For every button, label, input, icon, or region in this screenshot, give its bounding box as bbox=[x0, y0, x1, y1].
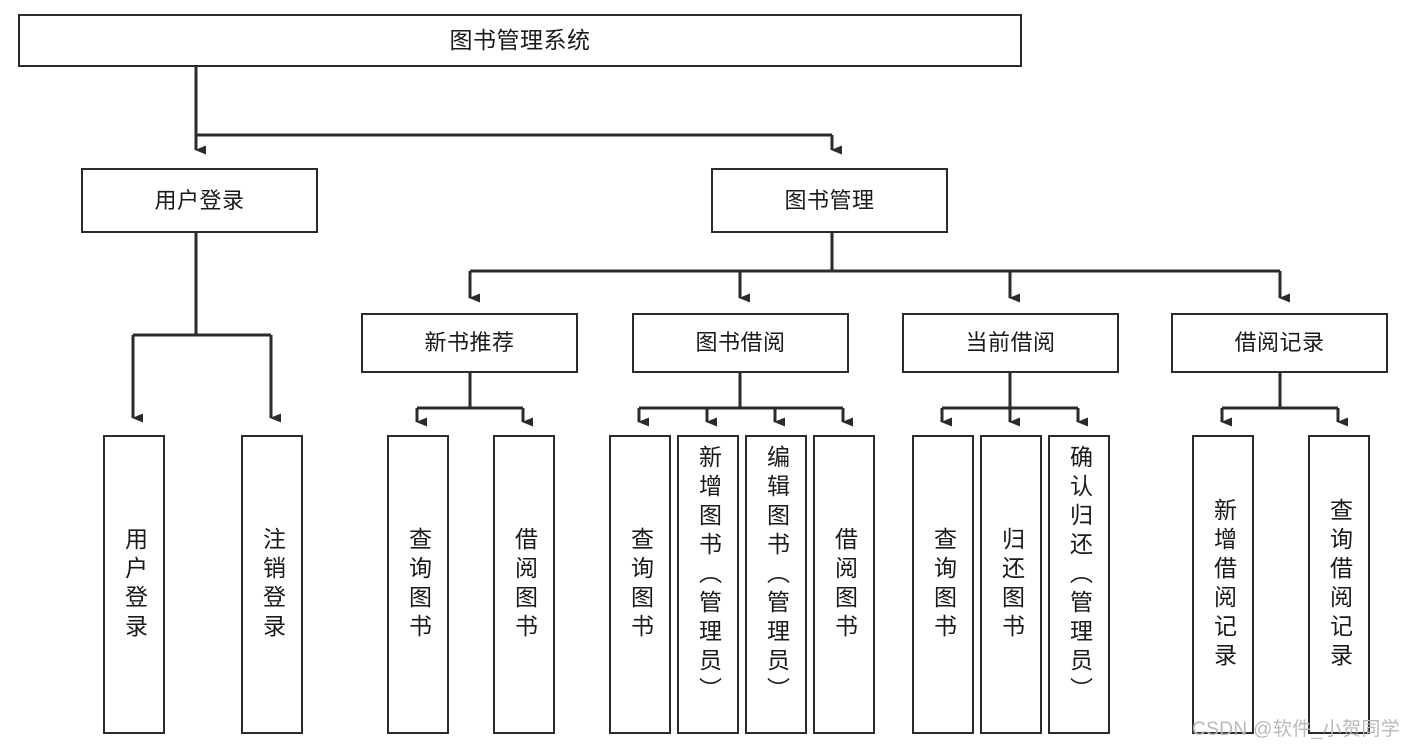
node-book-manage[interactable]: 图书管理 bbox=[711, 168, 948, 233]
node-leaf-edit-book-label: 编辑图书（管理员） bbox=[763, 445, 790, 706]
node-leaf-return-book[interactable]: 归还图书 bbox=[980, 435, 1042, 734]
node-leaf-query-book-newbook-label: 查询图书 bbox=[405, 526, 432, 643]
node-leaf-query-borrow-record-label: 查询借阅记录 bbox=[1326, 497, 1353, 672]
node-leaf-borrow-book-newbook-label: 借阅图书 bbox=[511, 526, 538, 643]
node-leaf-query-book-borrow[interactable]: 查询图书 bbox=[609, 435, 671, 734]
node-book-manage-label: 图书管理 bbox=[784, 187, 875, 213]
node-leaf-query-book-borrow-label: 查询图书 bbox=[627, 526, 654, 643]
node-leaf-user-logout-label: 注销登录 bbox=[259, 526, 286, 643]
node-new-book-recommend[interactable]: 新书推荐 bbox=[361, 313, 578, 373]
node-leaf-borrow-book-newbook[interactable]: 借阅图书 bbox=[493, 435, 555, 734]
node-borrow-record[interactable]: 借阅记录 bbox=[1171, 313, 1388, 373]
node-leaf-add-book-label: 新增图书（管理员） bbox=[695, 445, 722, 706]
node-current-borrow[interactable]: 当前借阅 bbox=[902, 313, 1119, 373]
node-leaf-confirm-return[interactable]: 确认归还（管理员） bbox=[1048, 435, 1110, 734]
node-leaf-borrow-book-borrow-label: 借阅图书 bbox=[831, 526, 858, 643]
node-leaf-query-book-newbook[interactable]: 查询图书 bbox=[387, 435, 449, 734]
node-book-borrow[interactable]: 图书借阅 bbox=[632, 313, 849, 373]
node-book-borrow-label: 图书借阅 bbox=[695, 330, 786, 356]
node-leaf-user-logout[interactable]: 注销登录 bbox=[241, 435, 303, 734]
node-leaf-return-book-label: 归还图书 bbox=[998, 526, 1025, 643]
node-user-login[interactable]: 用户登录 bbox=[81, 168, 318, 233]
node-leaf-add-borrow-record[interactable]: 新增借阅记录 bbox=[1192, 435, 1254, 734]
node-current-borrow-label: 当前借阅 bbox=[965, 330, 1056, 356]
node-leaf-user-login[interactable]: 用户登录 bbox=[103, 435, 165, 734]
node-leaf-edit-book[interactable]: 编辑图书（管理员） bbox=[745, 435, 807, 734]
node-borrow-record-label: 借阅记录 bbox=[1234, 330, 1325, 356]
node-leaf-borrow-book-borrow[interactable]: 借阅图书 bbox=[813, 435, 875, 734]
node-user-login-label: 用户登录 bbox=[154, 187, 245, 213]
node-leaf-query-book-current-label: 查询图书 bbox=[930, 526, 957, 643]
node-root-label: 图书管理系统 bbox=[449, 26, 591, 53]
node-leaf-query-borrow-record[interactable]: 查询借阅记录 bbox=[1308, 435, 1370, 734]
node-leaf-user-login-label: 用户登录 bbox=[121, 526, 148, 643]
node-root-book-management-system[interactable]: 图书管理系统 bbox=[18, 14, 1022, 67]
node-leaf-confirm-return-label: 确认归还（管理员） bbox=[1066, 445, 1093, 706]
node-leaf-add-book[interactable]: 新增图书（管理员） bbox=[677, 435, 739, 734]
node-leaf-query-book-current[interactable]: 查询图书 bbox=[912, 435, 974, 734]
node-leaf-add-borrow-record-label: 新增借阅记录 bbox=[1210, 497, 1237, 672]
node-new-book-recommend-label: 新书推荐 bbox=[424, 330, 515, 356]
